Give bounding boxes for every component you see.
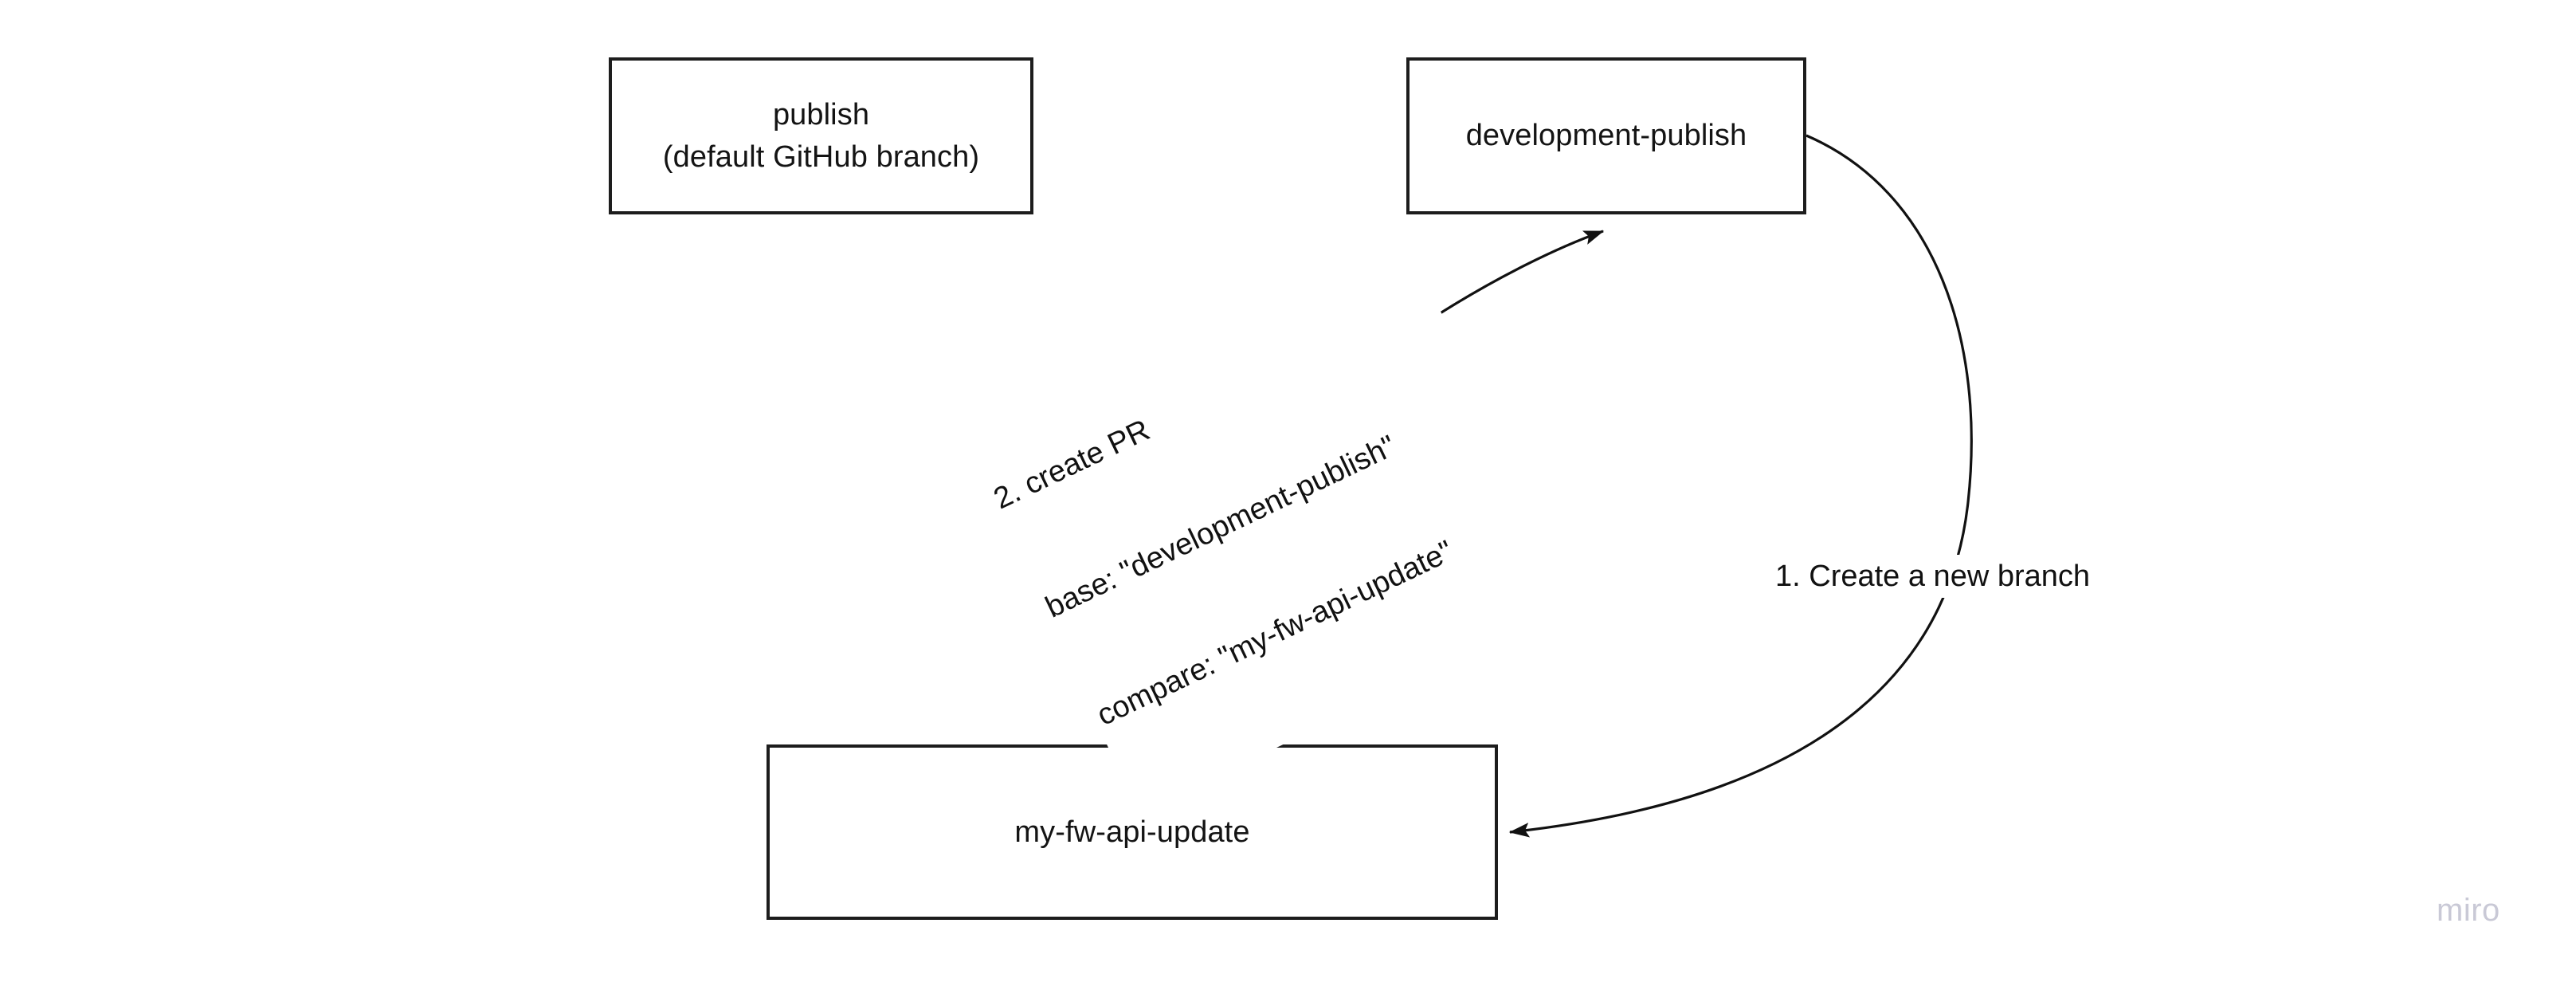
node-publish-label: publish (default GitHub branch) — [662, 98, 980, 174]
edge-label-create-pr[interactable]: 2. create PR base: "development-publish"… — [947, 200, 1580, 813]
miro-watermark: miro — [2437, 893, 2500, 928]
node-publish[interactable]: publish (default GitHub branch) — [609, 57, 1033, 214]
node-my-fw-api-update-label: my-fw-api-update — [1014, 815, 1250, 849]
node-development-publish-label: development-publish — [1465, 119, 1747, 153]
edge-create-branch-path — [1508, 134, 1973, 838]
edge-label-create-branch[interactable]: 1. Create a new branch — [1770, 555, 2096, 599]
edge-label-create-pr-line-2: base: "development-publish" — [1040, 429, 1402, 625]
node-development-publish[interactable]: development-publish — [1406, 57, 1806, 214]
edge-label-create-pr-line-3: compare: "my-fw-api-update" — [1092, 534, 1459, 733]
edge-label-create-pr-line-1: 2. create PR — [989, 413, 1155, 517]
